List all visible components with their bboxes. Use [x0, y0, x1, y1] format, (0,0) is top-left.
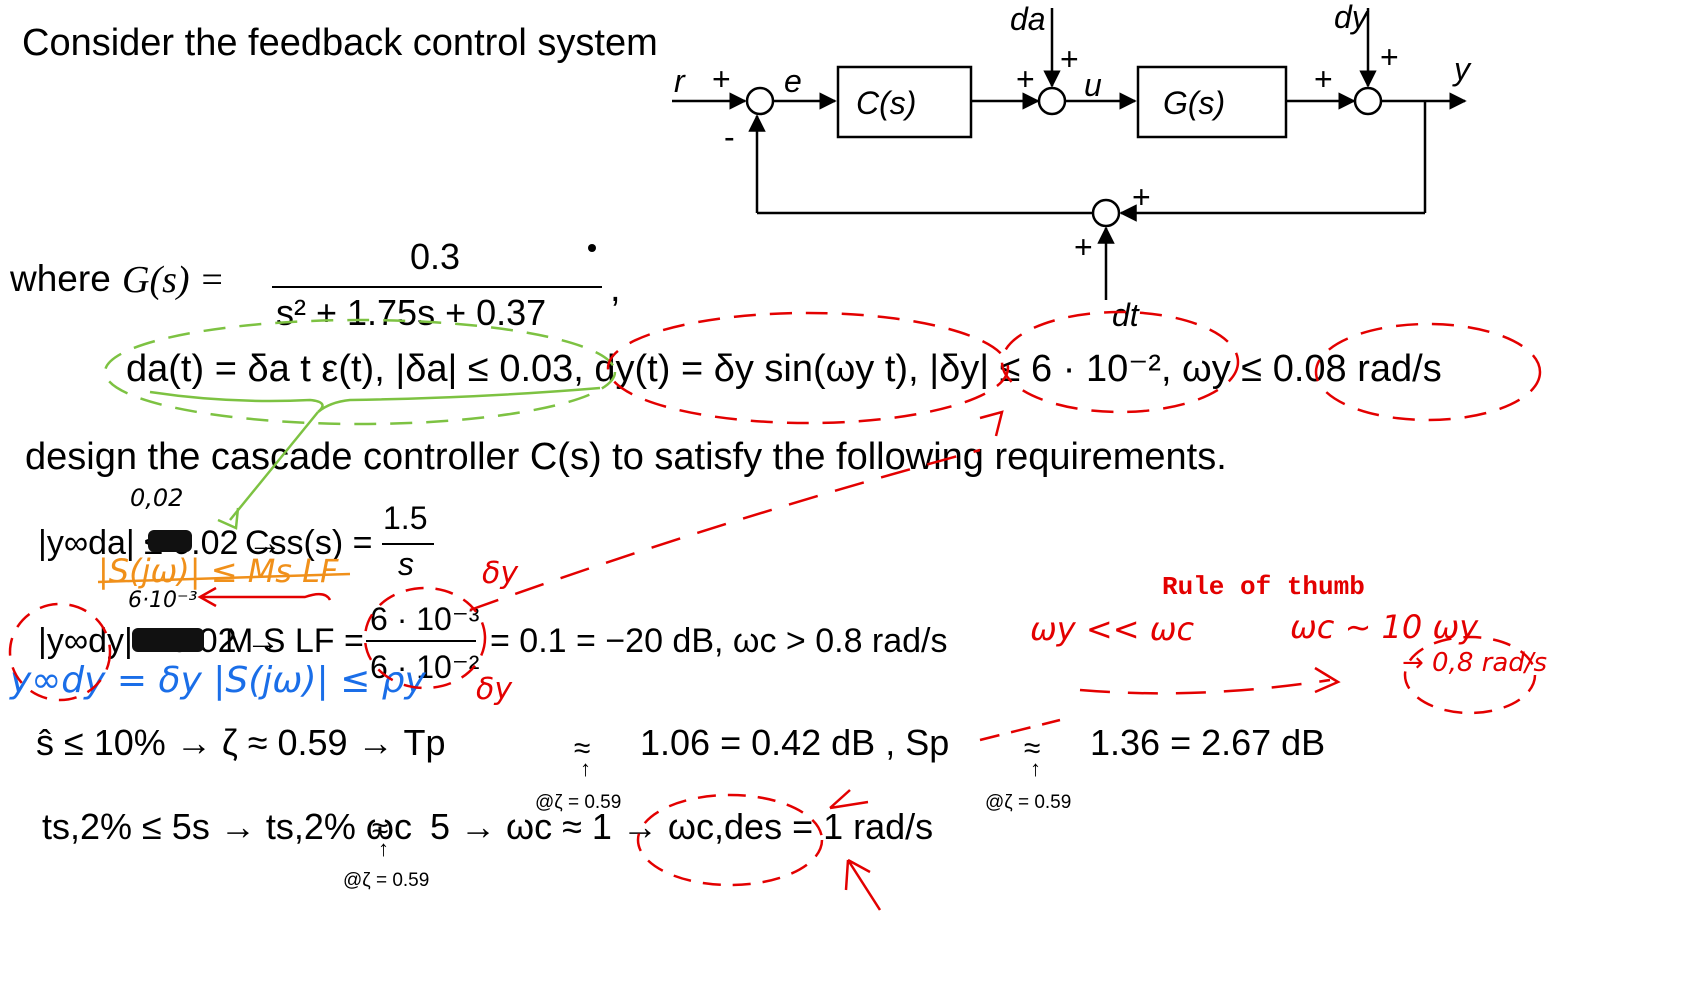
disturbance-definitions: da(t) = δa t ε(t), |δa| ≤ 0.03, dy(t) = …: [126, 348, 1442, 390]
transfer-function-numerator: 0.3: [410, 236, 461, 277]
approx-sign-3: ≈: [372, 812, 389, 845]
req3-tp-value: 1.06 = 0.42 dB , Sp: [640, 722, 950, 763]
comma: ,: [610, 268, 621, 310]
rule-of-thumb-title: Rule of thumb: [1162, 572, 1365, 602]
req2-fraction-bar: [366, 640, 476, 642]
note-sensitivity-orange: |S(jω)| ≤ Ms LF: [98, 552, 339, 590]
block-g-label: G(s): [1163, 85, 1225, 121]
req3-overshoot: ŝ ≤ 10% → ζ ≈ 0.59 → Tp: [36, 722, 446, 763]
plus-r: +: [712, 61, 731, 97]
minus-fb: -: [724, 119, 735, 155]
stray-dot: [588, 244, 596, 252]
scribble-2: [132, 628, 204, 652]
req4-crossover: 5 → ωc ≈ 1 → ωc,des = 1 rad/s: [430, 806, 934, 847]
scribble-1: [148, 530, 192, 552]
plus-fb: +: [1132, 179, 1151, 215]
req4-settling: ts,2% ≤ 5s → ts,2% ωc: [42, 806, 412, 847]
signal-u: u: [1084, 67, 1102, 103]
note-dy-top: δy: [482, 556, 519, 591]
note-002: 0,02: [130, 484, 184, 512]
zeta-note-2: @ζ = 0.59: [985, 792, 1072, 813]
plus-dt: +: [1074, 229, 1093, 265]
arrow-up-1: ↑: [580, 756, 591, 781]
req1-rhs: Css(s) =: [245, 524, 373, 562]
note-dy-bottom: δy: [476, 672, 513, 707]
signal-r: r: [674, 63, 686, 99]
fraction-bar: [272, 286, 602, 288]
signal-y: y: [1452, 51, 1472, 87]
note-wc-10wy: ωc ~ 10 ωy: [1290, 608, 1479, 646]
design-statement: design the cascade controller C(s) to sa…: [25, 436, 1227, 478]
plant-block: [1136, 65, 1288, 139]
summing-junction-4: [1091, 198, 1121, 228]
note-610: 6·10⁻³: [128, 588, 198, 613]
req1-denominator: s: [398, 546, 414, 582]
signal-da: da: [1010, 1, 1046, 37]
req2-rhs: M S LF =: [225, 622, 364, 660]
req1-numerator: 1.5: [383, 500, 428, 536]
intro-text: Consider the feedback control system: [22, 22, 658, 64]
note-output-bound-blue: y∞dy = δy |S(jω)| ≤ ρy: [10, 660, 426, 701]
arrow-up-2: ↑: [1030, 756, 1041, 781]
approx-sign-1: ≈: [574, 732, 591, 765]
note-08-rad: → 0,8 rad/s: [1402, 648, 1548, 678]
plus-c: +: [1016, 61, 1035, 97]
req1-fraction-bar: [382, 543, 434, 545]
arrow-up-3: ↑: [378, 836, 389, 861]
summing-junction-1: [745, 86, 775, 116]
zeta-note-3: @ζ = 0.59: [343, 870, 430, 891]
signal-dt: dt: [1112, 297, 1140, 333]
transfer-function-lhs: G(s) =: [122, 259, 225, 301]
plus-g: +: [1314, 61, 1333, 97]
req2-numerator: 6 · 10⁻³: [370, 601, 480, 637]
plus-dy: +: [1380, 39, 1399, 75]
signal-e: e: [784, 63, 802, 99]
signal-dy: dy: [1334, 0, 1370, 35]
transfer-function-denominator: s² + 1.75s + 0.37: [276, 292, 547, 333]
summing-junction-3: [1353, 86, 1383, 116]
zeta-note-1: @ζ = 0.59: [535, 792, 622, 813]
block-c-label: C(s): [856, 85, 916, 121]
plus-da: +: [1060, 41, 1079, 77]
summing-junction-2: [1037, 86, 1067, 116]
where-label: where: [10, 258, 111, 299]
req2-result: = 0.1 = −20 dB, ωc > 0.8 rad/s: [490, 622, 948, 660]
note-wy-ll-wc: ωy << ωc: [1030, 610, 1195, 648]
req3-sp-value: 1.36 = 2.67 dB: [1090, 722, 1326, 763]
